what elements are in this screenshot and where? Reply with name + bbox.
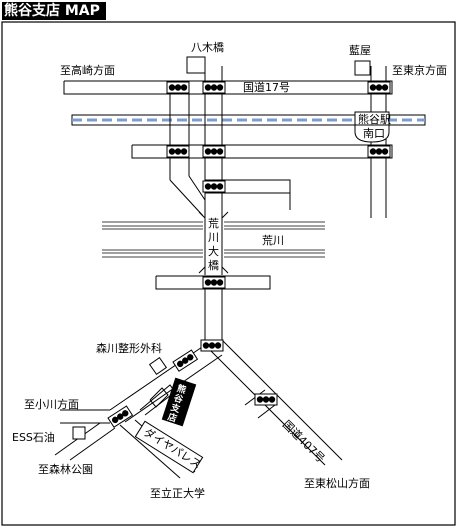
traffic-light <box>254 393 278 406</box>
bridge-char-1: 荒 <box>208 217 219 230</box>
branch-char-1: 熊 <box>175 382 187 396</box>
kumagaya-station-label: 熊谷駅 <box>358 112 391 126</box>
diapalace-building <box>134 420 204 474</box>
traffic-light <box>107 405 134 428</box>
traffic-light <box>172 349 199 372</box>
branch-marker <box>161 377 197 427</box>
traffic-light <box>166 145 190 158</box>
south-exit-label: 南口 <box>363 127 385 140</box>
bridge-char-2: 川 <box>208 231 219 244</box>
route17-label: 国道17号 <box>243 80 290 94</box>
branch-char-3: 支 <box>168 401 182 416</box>
to-tokyo-label: 至東京方面 <box>392 63 447 77</box>
branch-char-4: 店 <box>166 411 178 425</box>
yagibashi-label: 八木橋 <box>191 40 224 54</box>
traffic-light <box>202 145 226 158</box>
bridge-char-3: 大 <box>208 244 219 258</box>
traffic-light <box>367 145 391 158</box>
yagibashi-building <box>186 56 206 74</box>
ess-oil-building <box>72 426 86 440</box>
route-17-road <box>63 80 393 95</box>
to-rissho-label: 至立正大学 <box>150 486 205 500</box>
bridge-char-4: 橋 <box>208 258 219 272</box>
branch-label: 熊 谷 支 店 <box>166 382 188 425</box>
map-title: 熊谷支店 MAP <box>2 2 106 20</box>
traffic-light <box>200 339 224 352</box>
aiya-label: 藍屋 <box>349 44 371 57</box>
traffic-light <box>202 276 226 289</box>
aiya-building <box>354 60 371 76</box>
morikawa-clinic-label: 森川整形外科 <box>96 341 162 355</box>
arakawa-bridge <box>198 210 229 275</box>
traffic-lights <box>107 81 391 428</box>
south-road <box>131 144 393 159</box>
to-ogawa-label: 至小川方面 <box>24 397 79 411</box>
ess-oil-label: ESS石油 <box>12 430 55 444</box>
arakawa-label: 荒川 <box>262 234 284 247</box>
to-higashimatsuyama-label: 至東松山方面 <box>304 476 370 490</box>
traffic-light <box>202 180 226 193</box>
diapalace-label: ダイヤパレス <box>141 425 204 472</box>
route407-label: 国道407号 <box>280 417 328 465</box>
to-shinrin-label: 至森林公園 <box>38 462 93 476</box>
to-takasaki-label: 至高崎方面 <box>60 63 115 77</box>
map-frame <box>1 21 456 526</box>
clinic-building <box>148 356 168 376</box>
traffic-light <box>202 81 226 94</box>
traffic-light <box>166 81 190 94</box>
kumagaya-station-sign <box>354 111 390 143</box>
traffic-light <box>367 81 391 94</box>
river-south-road <box>155 275 271 340</box>
